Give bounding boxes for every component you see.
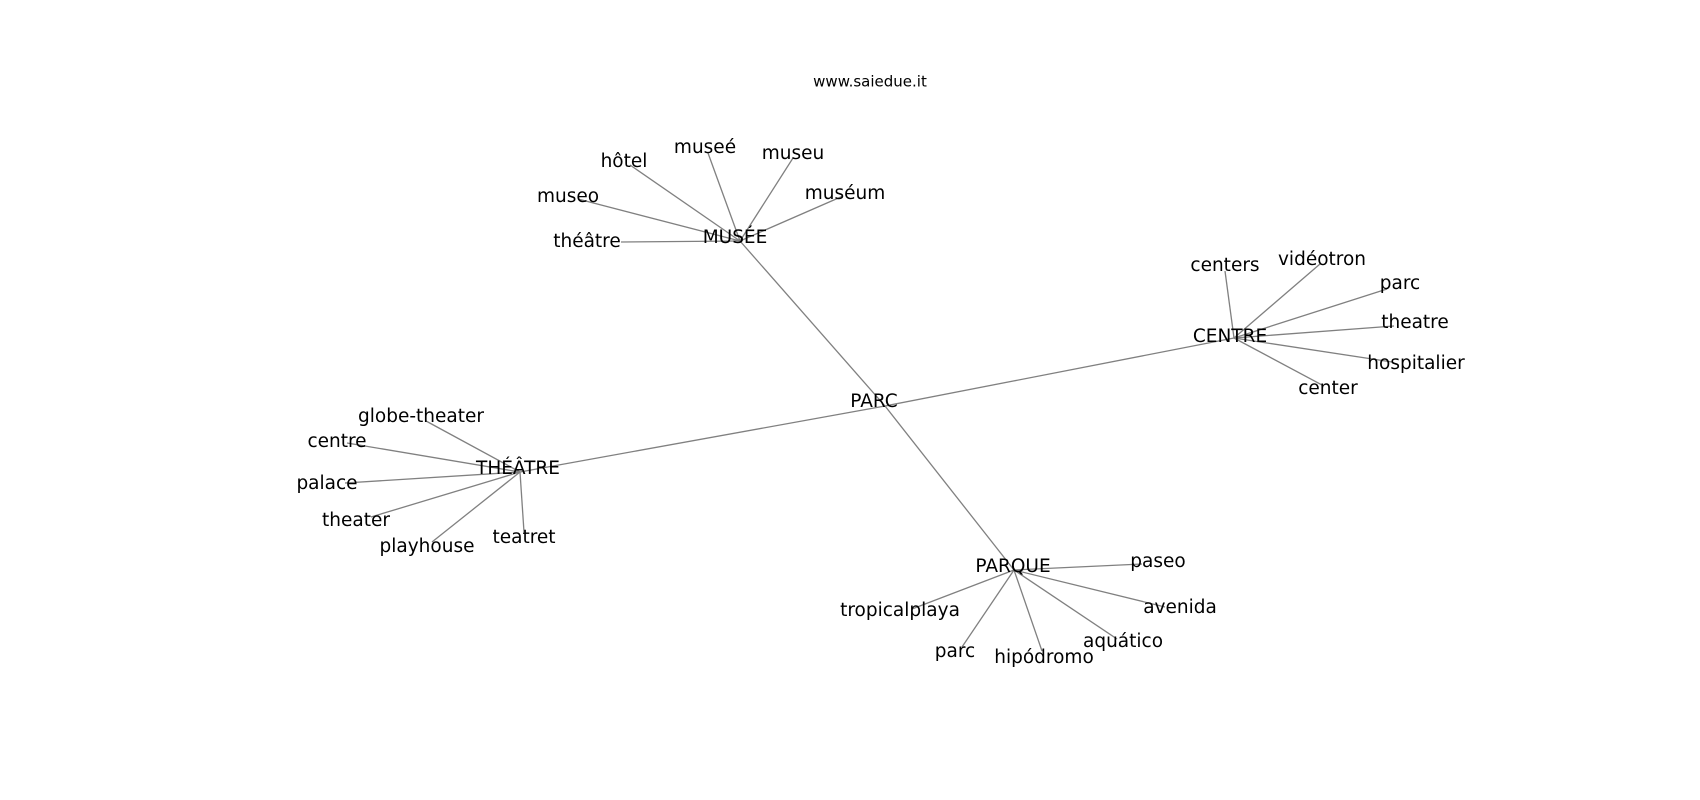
edge-theatre-to-centre <box>346 442 521 473</box>
edge-centre-to-center <box>1233 337 1323 386</box>
leaf-node-label-centre-hospitalier: hospitalier <box>1367 353 1465 374</box>
leaf-node-label-centre-theatre: theatre <box>1381 312 1449 333</box>
hub-node-label-parque: PARQUE <box>975 556 1050 577</box>
edge-theatre-to-palace <box>344 471 521 484</box>
hub-node-label-musee: MUSÉE <box>703 226 768 248</box>
edge-theatre-to-playhouse <box>431 471 521 543</box>
edge-parque-to-parc <box>961 569 1015 648</box>
edge-parque-to-hipodromo <box>1013 569 1043 652</box>
hub-node-label-centre: CENTRE <box>1193 326 1267 347</box>
leaf-node-label-musee-museu: museu <box>762 143 825 164</box>
leaf-node-label-parque-hipodromo: hipódromo <box>994 647 1094 668</box>
leaf-node-label-parque-paseo: paseo <box>1130 551 1185 572</box>
leaf-node-label-theatre-theater: theater <box>322 510 390 531</box>
edge-centre-to-centers <box>1224 270 1235 339</box>
edge-parque-to-aquatico <box>1013 569 1118 640</box>
leaf-node-label-musee-museum: muséum <box>805 183 886 204</box>
leaf-node-label-theatre-palace: palace <box>296 473 357 494</box>
leaf-node-label-parque-aquatico: aquático <box>1083 631 1163 652</box>
watermark-text: www.saiedue.it <box>813 73 927 91</box>
leaf-node-label-centre-center: center <box>1298 378 1358 399</box>
edge-centre-to-theatre <box>1233 325 1395 339</box>
edge-centre-to-parc <box>1233 288 1388 339</box>
leaf-node-label-musee-musee: museé <box>674 137 736 158</box>
leaf-node-label-parque-parc: parc <box>935 641 975 662</box>
edge-theatre-to-teatret <box>519 471 525 533</box>
hub-node-label-theatre: THÉÂTRE <box>475 457 560 479</box>
edge-musee-to-theatre <box>620 240 741 243</box>
edge-root-to-theatre <box>519 405 886 473</box>
edge-theatre-to-globe-theater <box>425 420 521 473</box>
leaf-node-label-centre-parc: parc <box>1380 273 1420 294</box>
leaf-node-label-theatre-globe-theater: globe-theater <box>358 406 484 427</box>
edge-musee-to-museum <box>739 195 844 242</box>
edge-centre-to-hospitalier <box>1233 337 1393 363</box>
leaf-node-label-theatre-centre: centre <box>307 431 366 452</box>
edge-centre-to-videotron <box>1233 263 1321 339</box>
leaf-node-label-theatre-playhouse: playhouse <box>380 536 475 557</box>
leaf-node-label-centre-centers: centers <box>1190 255 1259 276</box>
leaf-node-label-centre-videotron: vidéotron <box>1278 249 1366 270</box>
leaf-node-label-parque-tropicalplaya: tropicalplaya <box>840 600 960 621</box>
edge-musee-to-hotel <box>629 164 741 242</box>
edge-root-to-centre <box>884 337 1235 407</box>
root-node-label: PARC <box>850 391 897 412</box>
edge-parque-to-tropicalplaya <box>911 569 1015 610</box>
edge-parque-to-avenida <box>1013 569 1166 608</box>
edge-root-to-parque <box>884 405 1015 571</box>
edge-theatre-to-theater <box>370 471 521 518</box>
edge-musee-to-museo <box>577 198 741 242</box>
leaf-node-label-theatre-teatret: teatret <box>492 527 555 548</box>
leaf-node-label-parque-avenida: avenida <box>1143 597 1217 618</box>
edge-musee-to-musee <box>707 152 741 242</box>
leaf-node-label-musee-theatre: théâtre <box>553 231 621 252</box>
edge-parque-to-paseo <box>1013 563 1143 571</box>
edge-musee-to-museu <box>739 157 794 242</box>
leaf-node-label-musee-hotel: hôtel <box>601 151 648 172</box>
edges-layer <box>344 152 1395 652</box>
leaf-node-label-musee-museo: museo <box>537 186 599 207</box>
edge-root-to-musee <box>739 240 886 407</box>
